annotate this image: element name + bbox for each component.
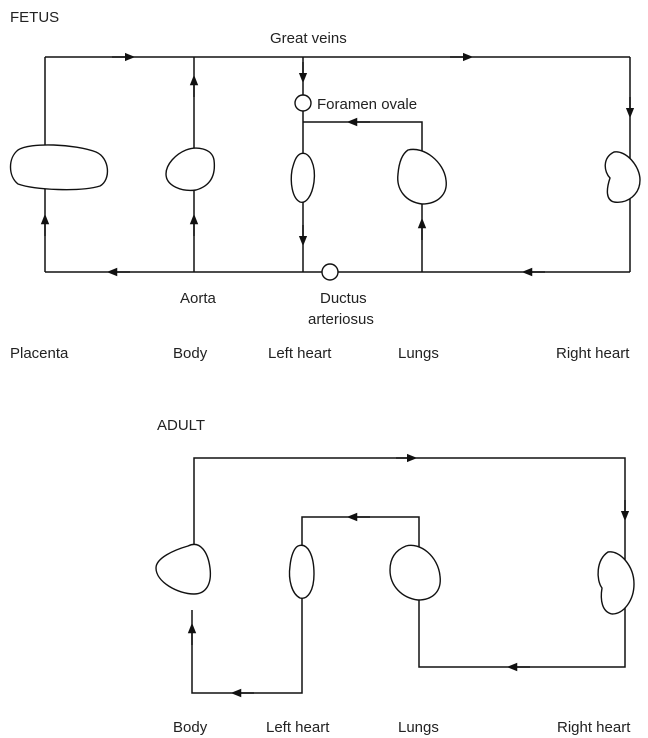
fetus-label-placenta: Placenta xyxy=(10,345,69,362)
fetus-lungs-vessel xyxy=(303,122,422,272)
ductus-arteriosus-circle xyxy=(322,264,338,280)
foramen-ovale-label: Foramen ovale xyxy=(317,96,417,113)
adult-title: ADULT xyxy=(157,417,205,434)
body-shape xyxy=(166,148,214,190)
left-heart-shape xyxy=(291,153,314,202)
fetus-label-left-heart: Left heart xyxy=(268,345,332,362)
adult-lungs-shape xyxy=(390,545,440,600)
fetus-label-right-heart: Right heart xyxy=(556,345,630,362)
foramen-ovale-circle xyxy=(295,95,311,111)
fetus-label-lungs: Lungs xyxy=(398,345,439,362)
adult-label-right-heart: Right heart xyxy=(557,719,631,736)
fetus-label-body: Body xyxy=(173,345,208,362)
fetus-title: FETUS xyxy=(10,9,59,26)
ductus-label-line1: Ductus xyxy=(320,290,367,307)
adult-label-lungs: Lungs xyxy=(398,719,439,736)
adult-label-left-heart: Left heart xyxy=(266,719,330,736)
adult-right-heart-shape xyxy=(598,552,634,614)
adult-pulmonary-loop xyxy=(192,517,419,693)
great-veins-label: Great veins xyxy=(270,30,347,47)
adult-label-body: Body xyxy=(173,719,208,736)
lungs-shape xyxy=(398,149,447,204)
ductus-label-line2: arteriosus xyxy=(308,311,374,328)
adult-body-shape xyxy=(156,544,210,594)
placenta-shape xyxy=(11,145,108,190)
aorta-label: Aorta xyxy=(180,290,217,307)
adult-left-heart-shape xyxy=(289,545,314,598)
right-heart-shape xyxy=(605,152,640,202)
